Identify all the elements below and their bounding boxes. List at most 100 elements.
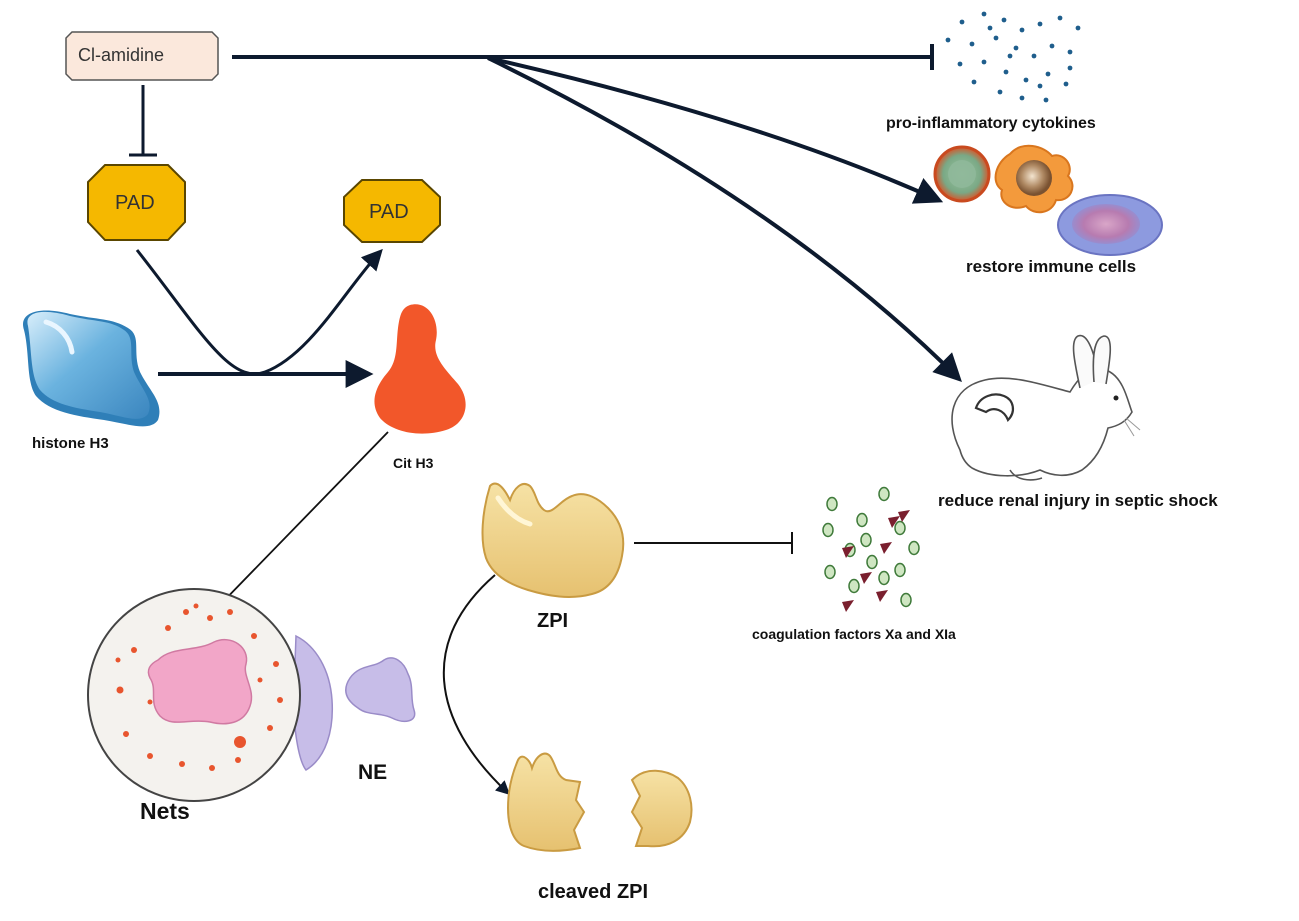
cleaved-zpi-icon — [506, 752, 693, 852]
nets-dot — [235, 757, 241, 763]
immune-cells-icon — [933, 144, 1163, 256]
cytokine-dot — [1063, 81, 1069, 87]
pad-octagon-inhibited — [87, 164, 186, 241]
nets-dot — [183, 609, 189, 615]
cytokine-dot — [1075, 25, 1081, 31]
coagulation-factor-marks — [822, 486, 920, 612]
cl-amidine-label: Cl-amidine — [78, 45, 165, 65]
ne-icon — [345, 657, 416, 723]
cytokine-dot — [1003, 69, 1009, 75]
cit-h3-label: Cit H3 — [393, 455, 434, 471]
cytokine-dot — [957, 61, 963, 67]
coagulation-xia-oval — [822, 522, 834, 538]
cytokine-dot — [987, 25, 993, 31]
cytokine-dot — [981, 11, 987, 17]
nets-dot — [193, 603, 199, 609]
cytokine-dots — [945, 11, 1081, 103]
nets-dot — [179, 761, 185, 767]
cit-h3-icon — [374, 304, 466, 434]
nets-dots — [115, 603, 283, 771]
coagulation-xia-oval — [824, 564, 836, 580]
nets-dot — [147, 753, 153, 759]
cytokine-dot — [1019, 95, 1025, 101]
nets-dot — [147, 699, 153, 705]
cytokine-dot — [1037, 21, 1043, 27]
cytokine-dot — [1013, 45, 1019, 51]
coagulation-label: coagulation factors Xa and XIa — [752, 626, 956, 642]
arrow-zpi-cleaved — [442, 574, 511, 795]
cytokine-dot — [1049, 43, 1055, 49]
cleaved-zpi-label: cleaved ZPI — [538, 881, 649, 903]
coagulation-xa-triangle — [898, 510, 910, 522]
coagulation-xia-oval — [878, 570, 890, 586]
coagulation-xia-oval — [894, 562, 906, 578]
nets-dot — [234, 736, 246, 748]
cytokine-dot — [1045, 71, 1051, 77]
cytokine-dot — [1043, 97, 1049, 103]
coagulation-xa-triangle — [880, 542, 892, 554]
cytokine-dot — [1023, 77, 1029, 83]
cytokine-dot — [981, 59, 987, 65]
rabbit-icon — [951, 334, 1141, 481]
coagulation-xia-oval — [826, 496, 838, 512]
nets-dot — [115, 657, 121, 663]
coagulation-xia-oval — [848, 578, 860, 594]
immune-cells-label: restore immune cells — [966, 257, 1137, 276]
coagulation-xa-triangle — [860, 572, 872, 584]
cytokine-dot — [1067, 49, 1073, 55]
coagulation-xia-oval — [878, 486, 890, 502]
renal-label: reduce renal injury in septic shock — [938, 491, 1218, 510]
nets-dot — [227, 609, 233, 615]
coagulation-xia-oval — [856, 512, 868, 528]
nets-dot — [277, 697, 283, 703]
cytokine-dot — [945, 37, 951, 43]
cytokines-label: pro-inflammatory cytokines — [886, 115, 1096, 132]
nets-dot — [131, 647, 137, 653]
nets-dot — [273, 661, 279, 667]
cytokine-dot — [1007, 53, 1013, 59]
nets-icon — [87, 588, 334, 802]
nets-dot — [257, 677, 263, 683]
cytokine-dot — [969, 41, 975, 47]
cytokine-dot — [997, 89, 1003, 95]
coagulation-xa-triangle — [888, 516, 900, 528]
nets-dot — [267, 725, 273, 731]
pad-active-label: PAD — [369, 201, 409, 223]
coagulation-xia-oval — [894, 520, 906, 536]
coagulation-xia-oval — [860, 532, 872, 548]
coagulation-xia-oval — [908, 540, 920, 556]
arrow-pad-cycle — [135, 248, 383, 376]
pad-inhibited-label: PAD — [115, 192, 155, 214]
coagulation-xa-triangle — [876, 590, 888, 602]
histone-h3-label: histone H3 — [32, 435, 109, 452]
pad-octagon-active — [343, 179, 441, 243]
cytokine-dot — [1001, 17, 1007, 23]
cl-amidine-box — [65, 31, 219, 81]
coagulation-xa-triangle — [842, 600, 854, 612]
coagulation-xia-oval — [900, 592, 912, 608]
nets-dot — [251, 633, 257, 639]
coagulation-xa-triangle — [842, 546, 854, 558]
arrow-cith3-nets — [213, 431, 389, 612]
nets-dot — [207, 615, 213, 621]
coagulation-xia-oval — [866, 554, 878, 570]
histone-h3-icon — [23, 310, 160, 427]
zpi-label: ZPI — [537, 610, 569, 632]
arrow-renal — [487, 56, 962, 382]
zpi-icon — [481, 482, 625, 598]
cytokine-dot — [1031, 53, 1037, 59]
cytokine-dot — [971, 79, 977, 85]
ne-label: NE — [358, 761, 388, 784]
cytokine-dot — [959, 19, 965, 25]
cytokine-dot — [1037, 83, 1043, 89]
cytokine-dot — [993, 35, 999, 41]
nets-label: Nets — [140, 798, 190, 824]
nets-dot — [123, 731, 129, 737]
cytokine-dot — [1057, 15, 1063, 21]
nets-dot — [165, 625, 171, 631]
arrow-immune-cells — [487, 56, 944, 204]
nets-dot — [209, 765, 215, 771]
cytokine-dot — [1067, 65, 1073, 71]
cytokine-dot — [1019, 27, 1025, 33]
